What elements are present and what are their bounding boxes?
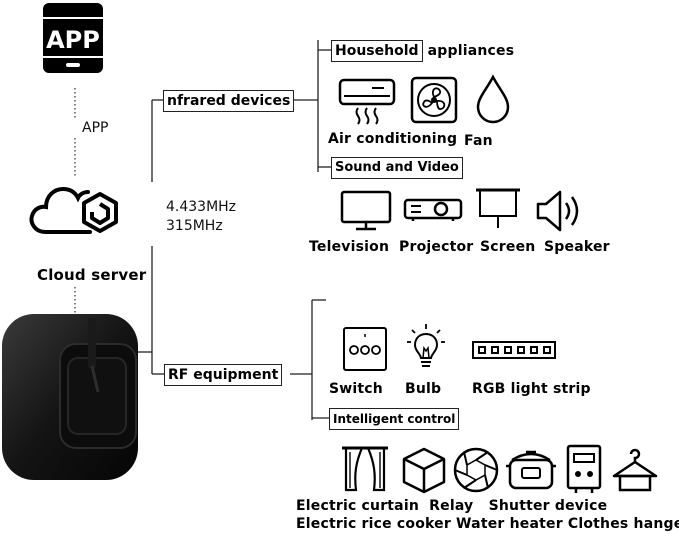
screen-label: Screen [480,239,536,255]
fan-icon [410,76,458,124]
intelligent-control-box: Intelligent control [329,408,460,430]
television-label: Television [309,239,390,255]
cloud-server-icon [29,186,118,234]
infrared-devices-box: nfrared devices [163,90,295,112]
rgb-strip-label: RGB light strip [472,381,591,397]
water-heater-icon [566,444,602,493]
projection-screen-icon [476,188,520,228]
television-icon [340,190,392,231]
cloud-server-label: Cloud server [37,266,147,284]
speaker-icon [536,190,579,232]
app-icon-text: APP [46,26,100,54]
projector-icon [403,198,463,221]
household-appliances-heading: Household appliances [331,40,514,62]
bulb-icon [407,324,445,367]
projector-label: Projector [399,239,474,255]
clothes-hanger-icon [612,448,658,492]
bulb-label: Bulb [405,381,442,397]
water-drop-icon [476,74,510,124]
air-conditioner-icon [338,78,396,125]
fan-label: Fan [464,133,493,149]
household-box: Household [331,40,423,62]
app-phone-icon [43,3,103,73]
led-strip-icon [472,341,556,359]
app-label: APP [82,120,109,136]
household-rest: appliances [422,43,515,59]
speaker-label: Speaker [544,239,610,255]
sound-and-video-box: Sound and Video [331,157,463,179]
frequency-2: 315MHz [166,218,223,234]
shutter-icon [453,447,499,493]
intelligent-labels-line1: Electric curtain Relay Shutter device [296,498,608,514]
rf-equipment-box: RF equipment [164,364,283,386]
curtain-icon [342,446,388,492]
switch-label: Switch [329,381,383,397]
intelligent-labels-line2: Electric rice cooker Water heater Clothe… [296,516,679,532]
dotted-connector-hub [74,287,76,313]
relay-box-icon [402,447,446,494]
rice-cooker-icon [506,450,556,490]
hub-device-icon [2,314,138,480]
wall-switch-icon [343,327,387,371]
frequency-1: 4.433MHz [166,199,237,215]
dotted-connector [74,88,76,178]
air-conditioning-label: Air conditioning [328,131,458,147]
